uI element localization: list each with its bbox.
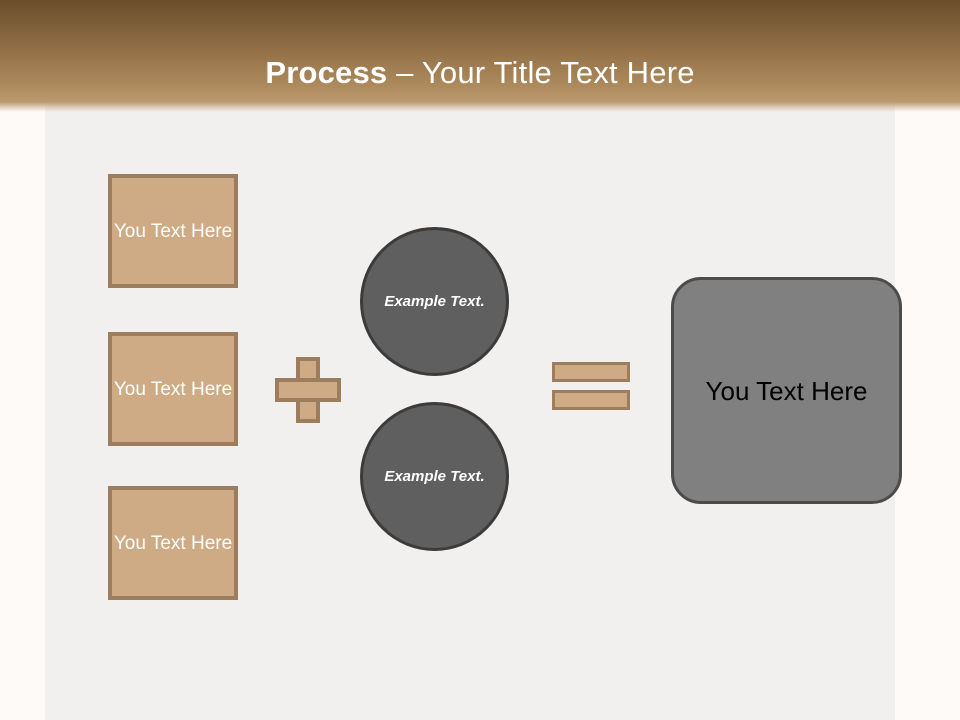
result-box-label: You Text Here [705, 375, 868, 406]
equals-operator-icon [552, 362, 630, 410]
plus-operator-icon [275, 357, 341, 423]
equals-bottom-bar [552, 390, 630, 410]
page-title: Process – Your Title Text Here [0, 55, 960, 91]
example-circle-1[interactable]: Example Text. [360, 227, 509, 376]
input-box-3[interactable]: You Text Here [108, 486, 238, 600]
example-circle-2-label: Example Text. [384, 468, 485, 485]
page-title-emphasis: Process [265, 55, 388, 90]
example-circle-2[interactable]: Example Text. [360, 402, 509, 551]
input-box-2-label: You Text Here [113, 378, 233, 400]
example-circle-1-label: Example Text. [384, 293, 485, 310]
input-box-1[interactable]: You Text Here [108, 174, 238, 288]
input-box-3-label: You Text Here [113, 532, 233, 554]
equals-top-bar [552, 362, 630, 382]
result-box[interactable]: You Text Here [671, 277, 902, 504]
plus-horizontal-bar [275, 378, 341, 402]
input-box-1-label: You Text Here [113, 220, 233, 242]
input-box-2[interactable]: You Text Here [108, 332, 238, 446]
page-title-rest: – Your Title Text Here [387, 55, 695, 90]
slide-header-banner: Process – Your Title Text Here [0, 0, 960, 112]
